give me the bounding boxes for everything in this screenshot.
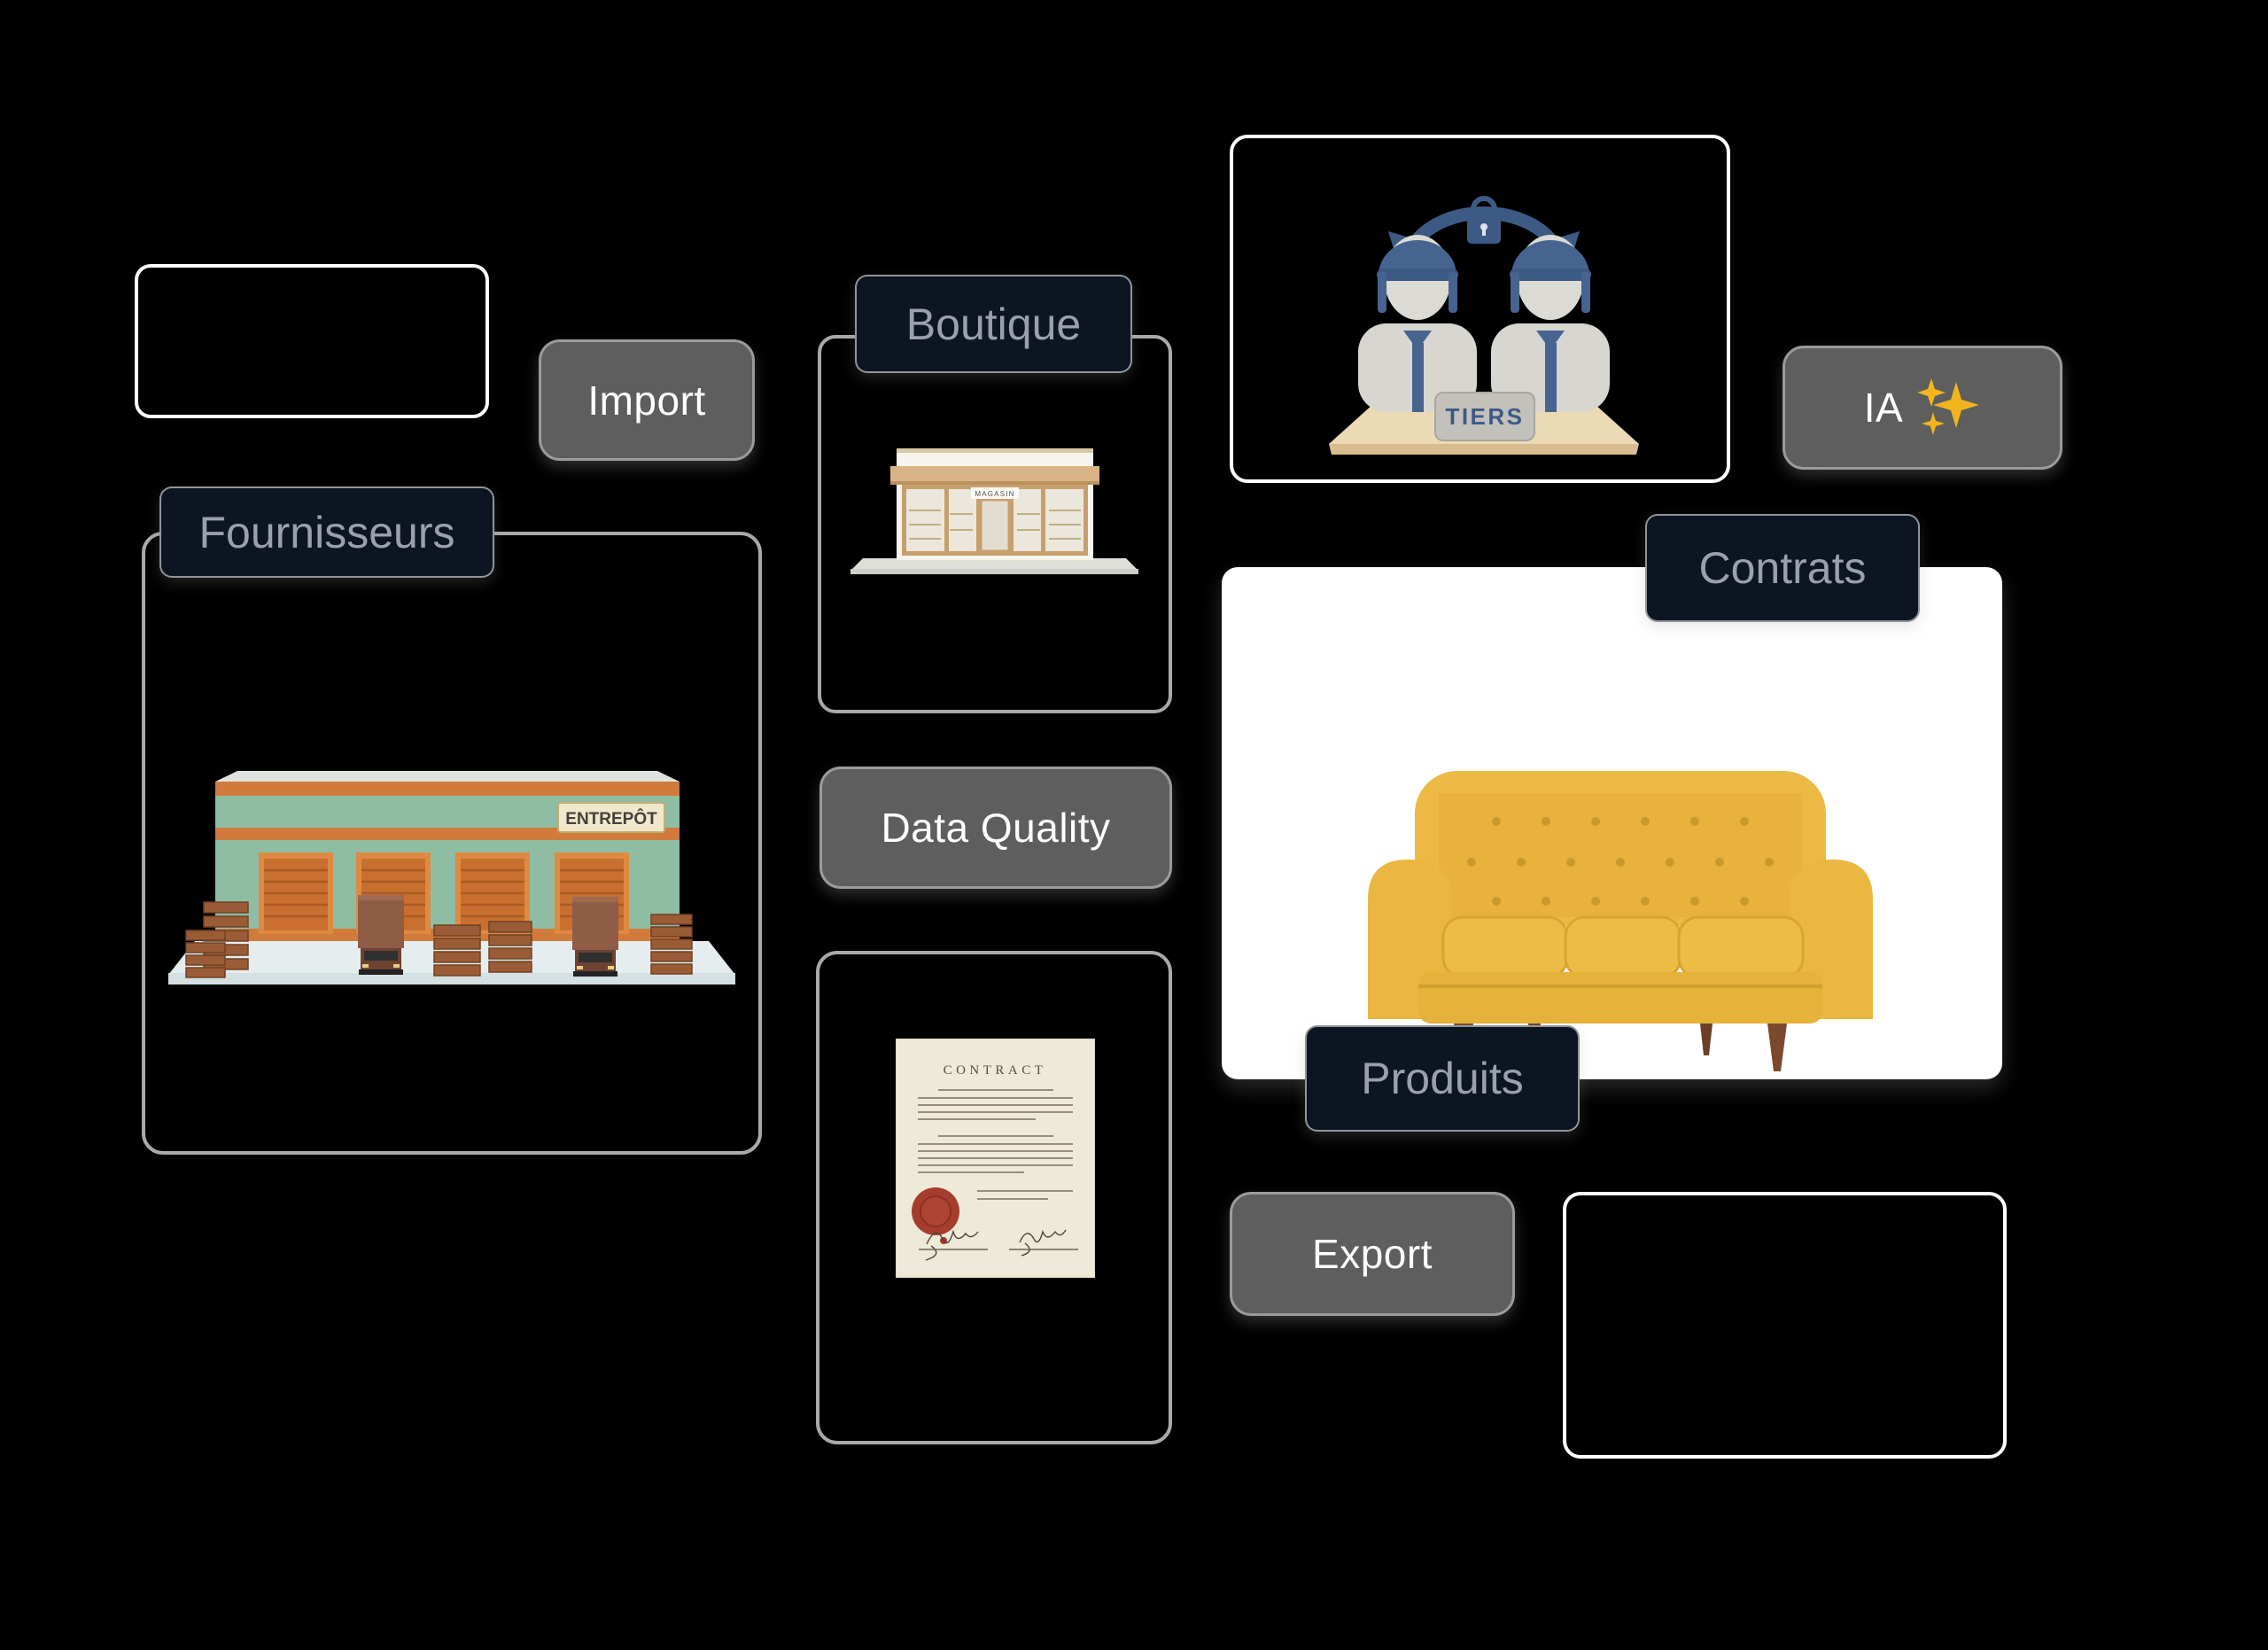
tiers-illustration: TIERS xyxy=(1329,196,1639,455)
contract-illustration: CONTRACT xyxy=(896,1039,1095,1278)
warehouse-illustration: ENTREPÔT xyxy=(168,771,735,985)
boutique-label[interactable]: Boutique xyxy=(855,275,1132,373)
data-quality-button-label: Data Quality xyxy=(881,805,1111,851)
truck-right xyxy=(572,897,618,977)
storefront-illustration: MAGASIN xyxy=(850,448,1138,574)
data-quality-button[interactable]: Data Quality xyxy=(819,767,1172,889)
produits-label[interactable]: Produits xyxy=(1305,1025,1580,1132)
produits-label-text: Produits xyxy=(1361,1054,1524,1103)
fournisseurs-label[interactable]: Fournisseurs xyxy=(159,486,494,578)
tuft-buttons xyxy=(1467,817,1774,906)
sparkles-icon xyxy=(1917,378,1980,435)
empty-node-top-left[interactable] xyxy=(135,264,489,418)
empty-node-bottom-right[interactable] xyxy=(1563,1192,2007,1459)
ia-button[interactable]: IA xyxy=(1783,346,2062,470)
contrats-label[interactable]: Contrats xyxy=(1645,514,1920,622)
magasin-sign-text: MAGASIN xyxy=(975,490,1014,498)
person-left xyxy=(1358,235,1477,412)
signatures xyxy=(925,1229,1067,1261)
person-right xyxy=(1491,235,1610,412)
tiers-plaque-text: TIERS xyxy=(1445,403,1524,430)
contract-text-lines xyxy=(918,1089,1073,1200)
contrats-label-text: Contrats xyxy=(1698,543,1867,593)
sofa-illustration xyxy=(1368,771,1873,1071)
fournisseurs-label-text: Fournisseurs xyxy=(198,507,455,557)
ia-button-label: IA xyxy=(1863,385,1904,431)
pallets xyxy=(185,901,693,978)
import-button-label: Import xyxy=(587,377,706,424)
export-button[interactable]: Export xyxy=(1230,1192,1515,1316)
export-button-label: Export xyxy=(1312,1231,1433,1277)
boutique-label-text: Boutique xyxy=(905,299,1082,349)
entrepot-sign-text: ENTREPÔT xyxy=(565,809,657,829)
import-button[interactable]: Import xyxy=(539,339,755,461)
truck-left xyxy=(358,895,404,975)
contract-title-text: CONTRACT xyxy=(944,1063,1047,1078)
